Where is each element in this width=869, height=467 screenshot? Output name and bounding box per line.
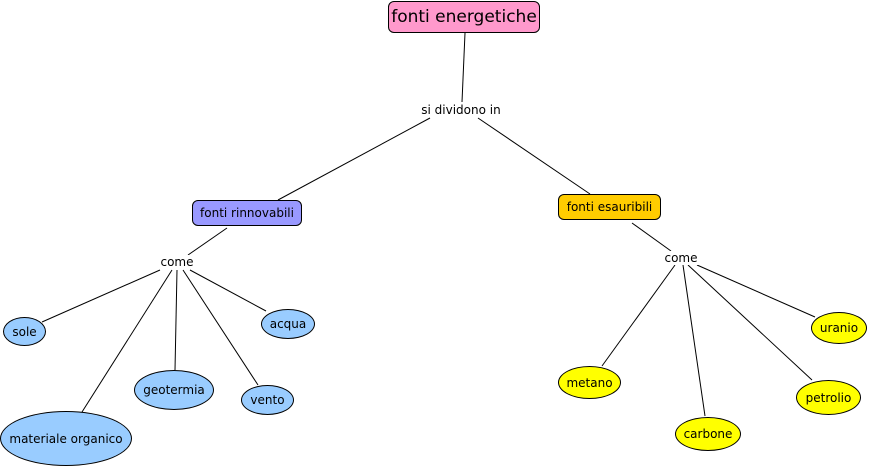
leaf-materiale-organico[interactable]: materiale organico xyxy=(0,411,132,466)
line-come-to-carbone xyxy=(682,264,706,417)
leaf-label: materiale organico xyxy=(9,431,123,446)
leaf-metano[interactable]: metano xyxy=(558,366,621,399)
leaf-label: sole xyxy=(12,324,37,339)
line-come-to-uranio xyxy=(696,264,816,318)
leaf-petrolio[interactable]: petrolio xyxy=(796,380,861,415)
root-label: fonti energetiche xyxy=(391,7,537,27)
line-come-to-metano xyxy=(601,264,676,367)
leaf-acqua[interactable]: acqua xyxy=(261,309,315,339)
leaf-label: carbone xyxy=(683,427,733,441)
leaf-geotermia[interactable]: geotermia xyxy=(134,370,214,410)
renewable-label: fonti rinnovabili xyxy=(200,206,294,220)
line-root-to-divide xyxy=(461,32,466,103)
exhaustible-label: fonti esauribili xyxy=(566,200,653,214)
line-come-to-acqua xyxy=(189,269,267,312)
leaf-label: geotermia xyxy=(143,383,205,397)
line-come-to-materiale xyxy=(81,269,173,413)
leaf-label: acqua xyxy=(269,317,307,331)
root-node[interactable]: fonti energetiche xyxy=(388,1,540,33)
leaf-label: vento xyxy=(250,393,285,407)
line-come-to-petrolio xyxy=(687,264,813,381)
renewable-node[interactable]: fonti rinnovabili xyxy=(192,200,302,226)
line-come-to-vento xyxy=(182,269,259,386)
leaf-sole[interactable]: sole xyxy=(3,317,46,346)
leaf-uranio[interactable]: uranio xyxy=(811,312,867,344)
leaf-label: uranio xyxy=(819,321,859,335)
leaf-label: petrolio xyxy=(805,390,852,405)
link-label-main: si dividono in xyxy=(420,103,502,117)
leaf-vento[interactable]: vento xyxy=(241,385,294,415)
line-divide-to-exhaustible xyxy=(477,117,591,195)
line-come-to-geotermia xyxy=(174,269,178,371)
link-label-exhaustible-come: come xyxy=(663,251,699,265)
leaf-carbone[interactable]: carbone xyxy=(675,417,741,451)
link-label-renewable-come: come xyxy=(159,255,195,269)
line-renewable-to-come xyxy=(187,227,228,256)
exhaustible-node[interactable]: fonti esauribili xyxy=(558,194,661,220)
leaf-label: metano xyxy=(566,375,613,390)
line-divide-to-renewable xyxy=(277,117,431,201)
line-exhaustible-to-come xyxy=(631,222,672,252)
line-come-to-sole xyxy=(41,269,161,323)
